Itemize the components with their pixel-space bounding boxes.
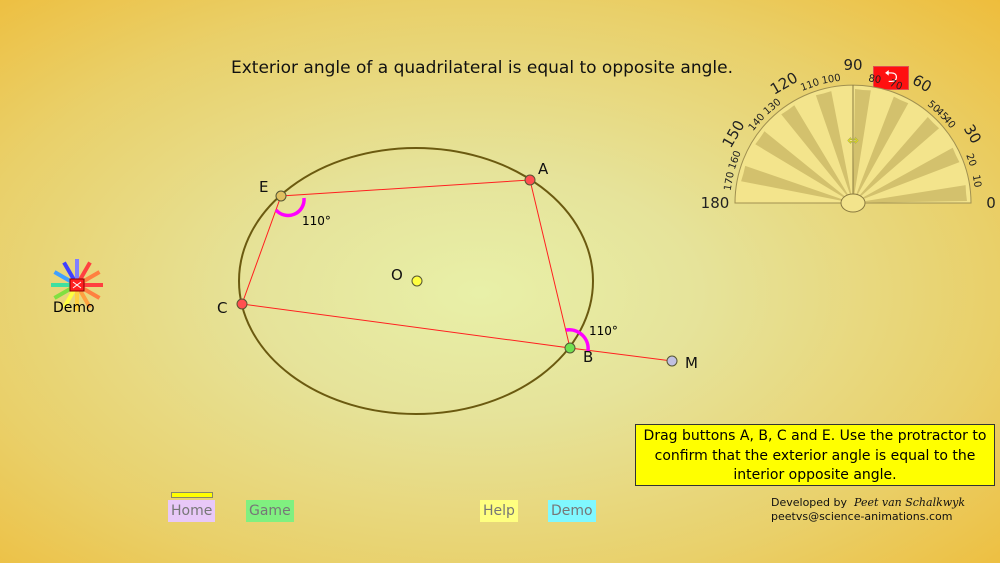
sunburst-ray — [81, 270, 101, 284]
protractor-label: 90 — [843, 56, 862, 74]
quadrilateral — [241, 179, 571, 349]
sunburst-demo-icon[interactable] — [51, 259, 103, 311]
home-indicator — [171, 492, 213, 498]
credits: Developed by Peet van Schalkwyk peetvs@s… — [771, 496, 965, 524]
protractor-wedge — [755, 131, 853, 203]
sunburst-ray — [62, 261, 76, 281]
sunburst-ray — [53, 286, 73, 300]
protractor-hub — [840, 193, 866, 213]
angle-E-value: 110° — [302, 214, 331, 228]
label-C: C — [217, 299, 227, 317]
protractor-wedge — [853, 185, 967, 203]
protractor-label: 100 — [821, 73, 842, 87]
interior-angle-arc-E — [274, 197, 306, 218]
label-E: E — [259, 178, 268, 196]
protractor-label: 150 — [719, 117, 749, 151]
protractor-label: 170 — [723, 171, 737, 192]
protractor-label: 10 — [970, 174, 983, 188]
sunburst-ray — [78, 289, 92, 309]
protractor[interactable]: ⇔030609012015018010204045507080100110130… — [701, 56, 996, 213]
home-button[interactable]: Home — [168, 500, 216, 522]
protractor-label: 30 — [960, 121, 985, 147]
back-button[interactable]: ⮌ — [873, 66, 909, 90]
protractor-wedge — [781, 105, 853, 203]
angle-B-value: 110° — [589, 324, 618, 338]
protractor-label: 0 — [986, 194, 996, 212]
label-B: B — [583, 348, 593, 366]
point-M[interactable] — [666, 355, 678, 367]
x-mark-icon — [72, 281, 82, 289]
point-C[interactable] — [236, 298, 248, 310]
protractor-label: 80 — [868, 73, 882, 86]
protractor-label: 70 — [888, 78, 904, 93]
protractor-wedge — [741, 165, 853, 203]
demo-button[interactable]: Demo — [548, 500, 596, 522]
demo-label[interactable]: Demo — [53, 300, 95, 316]
label-A: A — [538, 160, 549, 178]
author: Peet van Schalkwyk — [854, 496, 966, 509]
sunburst-ray — [53, 270, 73, 284]
page-title: Exterior angle of a quadrilateral is equ… — [231, 58, 733, 78]
label-M: M — [685, 354, 698, 372]
exterior-angle-arc-B — [565, 327, 590, 352]
point-E[interactable] — [275, 190, 287, 202]
protractor-wedge — [853, 147, 960, 203]
protractor-label: 60 — [909, 71, 935, 96]
protractor-label: 180 — [701, 194, 730, 212]
circle — [238, 147, 594, 415]
sunburst-ray — [81, 286, 101, 300]
developed-by: Developed by — [771, 496, 848, 509]
point-O — [411, 275, 423, 287]
point-A[interactable] — [524, 174, 536, 186]
point-B[interactable] — [564, 342, 576, 354]
email: peetvs@science-animations.com — [771, 510, 953, 523]
drag-arrows-icon[interactable]: ⇔ — [847, 133, 859, 149]
protractor-label: 120 — [767, 69, 801, 99]
undo-arrow-icon: ⮌ — [884, 67, 898, 87]
game-button[interactable]: Game — [246, 500, 294, 522]
protractor-wedge — [853, 89, 871, 203]
label-O: O — [391, 266, 403, 284]
protractor-wedge — [853, 96, 909, 203]
sunburst-ray — [62, 289, 76, 309]
protractor-label: 20 — [963, 152, 978, 168]
instructions-box: Drag buttons A, B, C and E. Use the prot… — [635, 424, 995, 486]
sunburst-ray — [78, 261, 92, 281]
protractor-wedge — [815, 91, 853, 203]
protractor-wedge — [853, 116, 940, 203]
help-button[interactable]: Help — [480, 500, 518, 522]
